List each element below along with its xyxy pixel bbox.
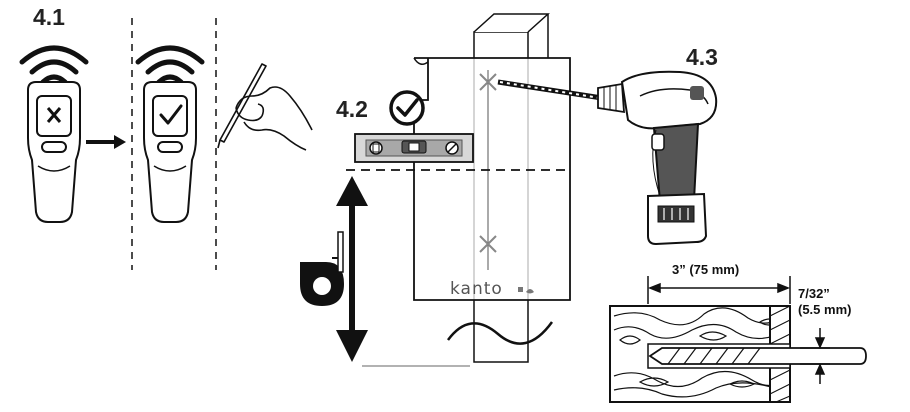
step-label-4-3: 4.3 <box>686 44 718 70</box>
bit-size-mm-label: (5.5 mm) <box>798 302 852 317</box>
drill-depth-label: 3” (75 mm) <box>672 262 740 277</box>
stud-scanner-no-stud <box>19 45 89 223</box>
spirit-level <box>354 133 474 163</box>
wifi-icon <box>19 45 89 85</box>
arrow-right-icon <box>86 135 126 149</box>
check-mark-icon <box>159 104 183 125</box>
x-mark-icon <box>46 107 62 123</box>
stud-scanner-stud-found <box>135 45 205 223</box>
bit-diameter-dimension <box>800 328 830 384</box>
wifi-icon <box>135 45 205 85</box>
power-drill-icon <box>597 70 718 246</box>
bracket-brand-label: kanto <box>450 279 503 299</box>
hole-mark <box>479 73 497 91</box>
drill-bit <box>497 79 603 101</box>
check-circle-icon <box>389 90 425 126</box>
hole-mark <box>479 235 497 253</box>
step-label-4-2: 4.2 <box>336 96 368 122</box>
break-line <box>446 321 554 345</box>
tape-measure-icon <box>300 231 344 306</box>
step-label-4-1: 4.1 <box>33 4 65 30</box>
wood-cross-section <box>609 305 867 403</box>
mounting-bracket <box>413 57 571 301</box>
bit-size-inch-label: 7/32” <box>798 286 830 301</box>
hand-with-pencil <box>217 63 313 151</box>
kanto-logo-icon <box>518 287 534 294</box>
depth-dimension <box>647 276 791 304</box>
height-arrow <box>336 176 470 367</box>
